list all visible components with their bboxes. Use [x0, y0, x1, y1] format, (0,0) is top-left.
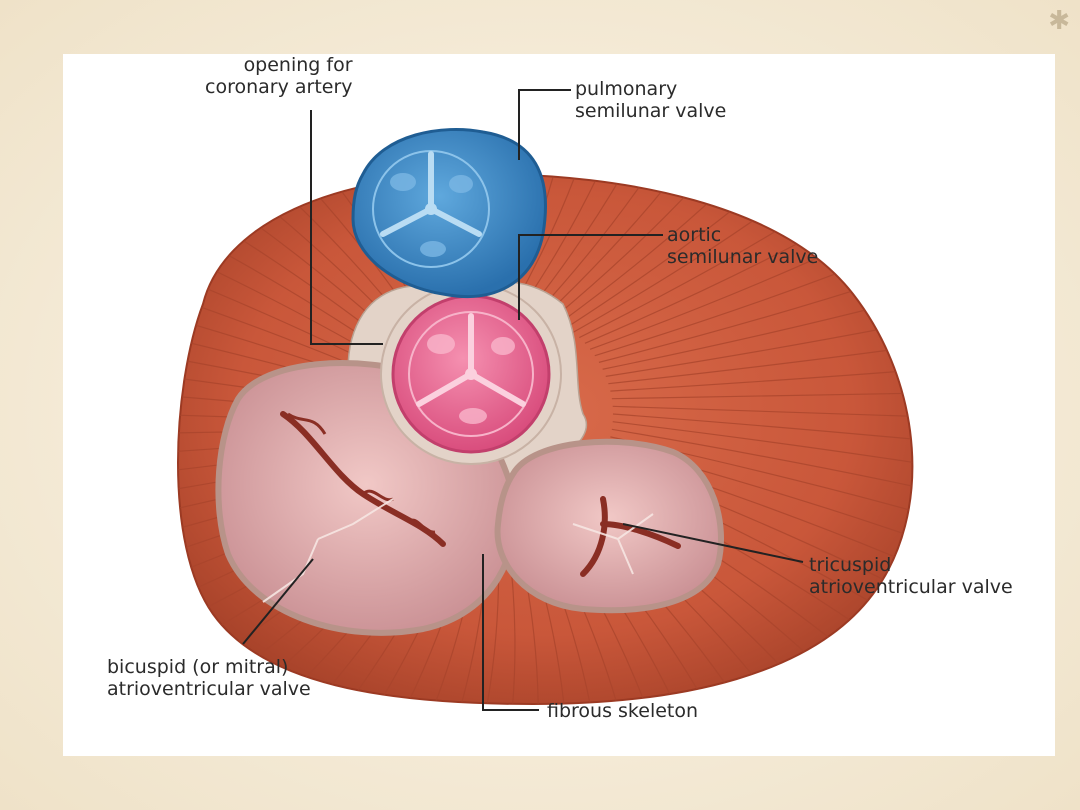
- heart-valve-diagram: opening for coronary artery pulmonary se…: [63, 54, 1055, 756]
- muscle-striation: [513, 174, 610, 306]
- pulmonary-valve: [351, 127, 547, 298]
- label-coronary-opening: opening for coronary artery: [205, 54, 353, 98]
- leader-coronary: [310, 110, 383, 345]
- leader-aortic: [518, 234, 663, 320]
- muscle-striation: [612, 405, 913, 419]
- leader-lines: [242, 89, 804, 711]
- muscle-striation: [521, 174, 641, 308]
- muscle-striation: [545, 174, 728, 316]
- muscle-striation: [537, 174, 700, 313]
- aortic-valve: [380, 283, 562, 465]
- leader-pulmonary: [518, 89, 571, 160]
- tricuspid-valve: [494, 438, 724, 614]
- leader-fibrous: [482, 554, 539, 711]
- label-aortic-valve: aortic semilunar valve: [667, 224, 819, 268]
- label-fibrous-skeleton: fibrous skeleton: [547, 700, 699, 722]
- leader-tricuspid: [622, 523, 804, 563]
- muscle-striation: [612, 421, 913, 469]
- label-bicuspid-valve: bicuspid (or mitral) atrioventricular va…: [107, 656, 311, 700]
- label-tricuspid-valve: tricuspid atrioventricular valve: [809, 554, 1013, 598]
- label-pulmonary-valve: pulmonary semilunar valve: [575, 78, 727, 122]
- heart-valve-illustration: [177, 89, 914, 711]
- muscle-striation: [559, 174, 781, 324]
- leader-bicuspid: [242, 558, 314, 645]
- corner-star-icon: ✱: [1048, 6, 1070, 36]
- muscle-striation: [529, 174, 671, 310]
- muscle-striation: [566, 174, 805, 328]
- muscle-striation: [552, 174, 755, 320]
- muscle-striation: [611, 428, 913, 494]
